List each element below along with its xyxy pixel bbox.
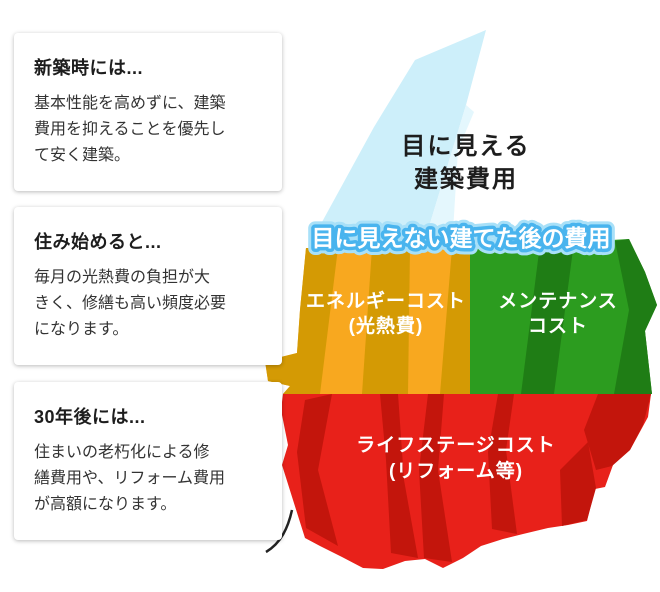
iceberg-ice-facet-light: [428, 105, 474, 248]
hidden-cost-banner: 目に見えない建てた後の費用: [312, 225, 611, 251]
iceberg-ice-facet: [312, 30, 486, 248]
callout-body-line: 繕費用や、リフォーム費用: [34, 470, 226, 487]
maintenance-label-line1: メンテナンス: [498, 291, 618, 312]
maintenance-facet-band: [521, 242, 574, 394]
callout-title: 新築時には...: [34, 58, 144, 78]
callout-30-years: 30年後には... 住まいの老朽化による修 繕費用や、リフォーム費用 が高額にな…: [14, 382, 282, 540]
lifestage-facet-3: [419, 394, 452, 562]
maintenance-facet-right: [614, 239, 657, 394]
energy-facet-mid: [362, 248, 410, 394]
maintenance-label-line2: コスト: [528, 316, 588, 337]
callout-body-line: が高額になります。: [34, 496, 177, 513]
callout-body-line: 費用を抑えることを優先し: [34, 121, 226, 138]
callout-title: 住み始めると...: [34, 232, 162, 252]
lifestage-facet-2: [380, 394, 418, 558]
callout-body-line: 毎月の光熱費の負担が大: [34, 269, 211, 286]
ink-curve: [265, 509, 294, 554]
callout-body: 住まいの老朽化による修 繕費用や、リフォーム費用 が高額になります。: [34, 440, 262, 518]
energy-label-line1: エネルギーコスト: [306, 290, 466, 312]
visible-cost-label-line2: 建築費用: [414, 165, 518, 193]
visible-cost-label-line1: 目に見える: [401, 133, 530, 160]
callout-new-build: 新築時には... 基本性能を高めずに、建築 費用を抑えることを優先し て安く建築…: [14, 33, 282, 191]
callout-body: 基本性能を高めずに、建築 費用を抑えることを優先し て安く建築。: [34, 91, 262, 169]
lifestage-facet-1: [297, 394, 338, 546]
lifestage-cost-section: [281, 394, 651, 569]
callout-title: 30年後には...: [34, 407, 146, 427]
callout-body-line: きく、修繕も高い頻度必要: [34, 295, 227, 312]
lifestage-facet-4: [488, 394, 517, 534]
lifestage-label-line1: ライフステージコスト: [356, 435, 556, 456]
energy-label-line2: (光熱費): [349, 314, 424, 337]
callout-body: 毎月の光熱費の負担が大 きく、修繕も高い頻度必要 になります。: [34, 265, 262, 343]
callout-body-line: になります。: [34, 321, 129, 338]
callout-body-line: 基本性能を高めずに、建築: [34, 95, 226, 112]
callout-move-in: 住み始めると... 毎月の光熱費の負担が大 きく、修繕も高い頻度必要 になります…: [14, 207, 282, 365]
energy-facet-right: [440, 248, 470, 394]
lifestage-facet-6: [560, 442, 596, 526]
lifestage-label-line2: (リフォーム等): [389, 459, 523, 482]
lifestage-facet-5: [584, 394, 651, 470]
callout-body-line: 住まいの老朽化による修: [34, 444, 210, 461]
callout-body-line: て安く建築。: [34, 147, 131, 164]
energy-facet-left: [265, 248, 338, 394]
